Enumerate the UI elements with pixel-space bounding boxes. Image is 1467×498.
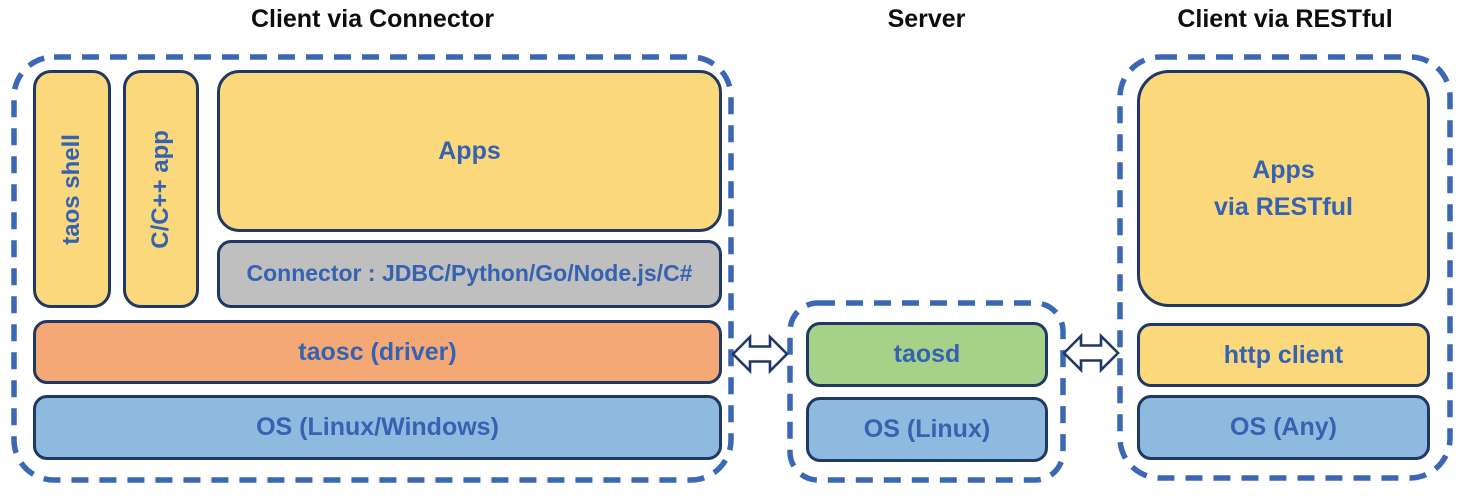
taos-shell-label: taos shell (57, 133, 85, 245)
cpp-app-box: C/C++ app (123, 70, 199, 308)
server-group-border (787, 300, 1066, 483)
http-client-label: http client (1223, 340, 1344, 369)
bidirectional-arrow-icon-left (731, 333, 789, 375)
taosc-driver-label: taosc (driver) (298, 337, 457, 366)
http-client-box: http client (1137, 323, 1430, 387)
taosd-box: taosd (806, 322, 1048, 387)
bidirectional-arrow-icon-right (1062, 332, 1120, 374)
taosd-label: taosd (893, 340, 961, 369)
client-restful-title: Client via RESTful (1177, 5, 1393, 33)
restful-os-box: OS (Any) (1137, 395, 1430, 460)
client-restful-group-border (1117, 54, 1453, 481)
connector-label: Connector : JDBC/Python/Go/Node.js/C# (246, 260, 693, 287)
client-connector-title: Client via Connector (250, 5, 495, 33)
apps-label: Apps (438, 136, 501, 165)
server-title: Server (887, 5, 966, 33)
apps-restful-label: Apps via RESTful (1214, 156, 1353, 221)
client-connector-group-border (11, 54, 734, 483)
cpp-app-label: C/C++ app (146, 129, 174, 249)
client-os-label: OS (Linux/Windows) (256, 413, 499, 442)
client-os-box: OS (Linux/Windows) (33, 395, 722, 460)
taos-shell-box: taos shell (33, 70, 111, 308)
restful-os-label: OS (Any) (1230, 413, 1337, 442)
apps-restful-box: Apps via RESTful (1137, 70, 1430, 307)
apps-box: Apps (217, 70, 722, 232)
connector-box: Connector : JDBC/Python/Go/Node.js/C# (217, 240, 722, 308)
server-os-box: OS (Linux) (806, 397, 1048, 462)
taosc-driver-box: taosc (driver) (33, 320, 722, 384)
server-os-label: OS (Linux) (863, 415, 991, 444)
